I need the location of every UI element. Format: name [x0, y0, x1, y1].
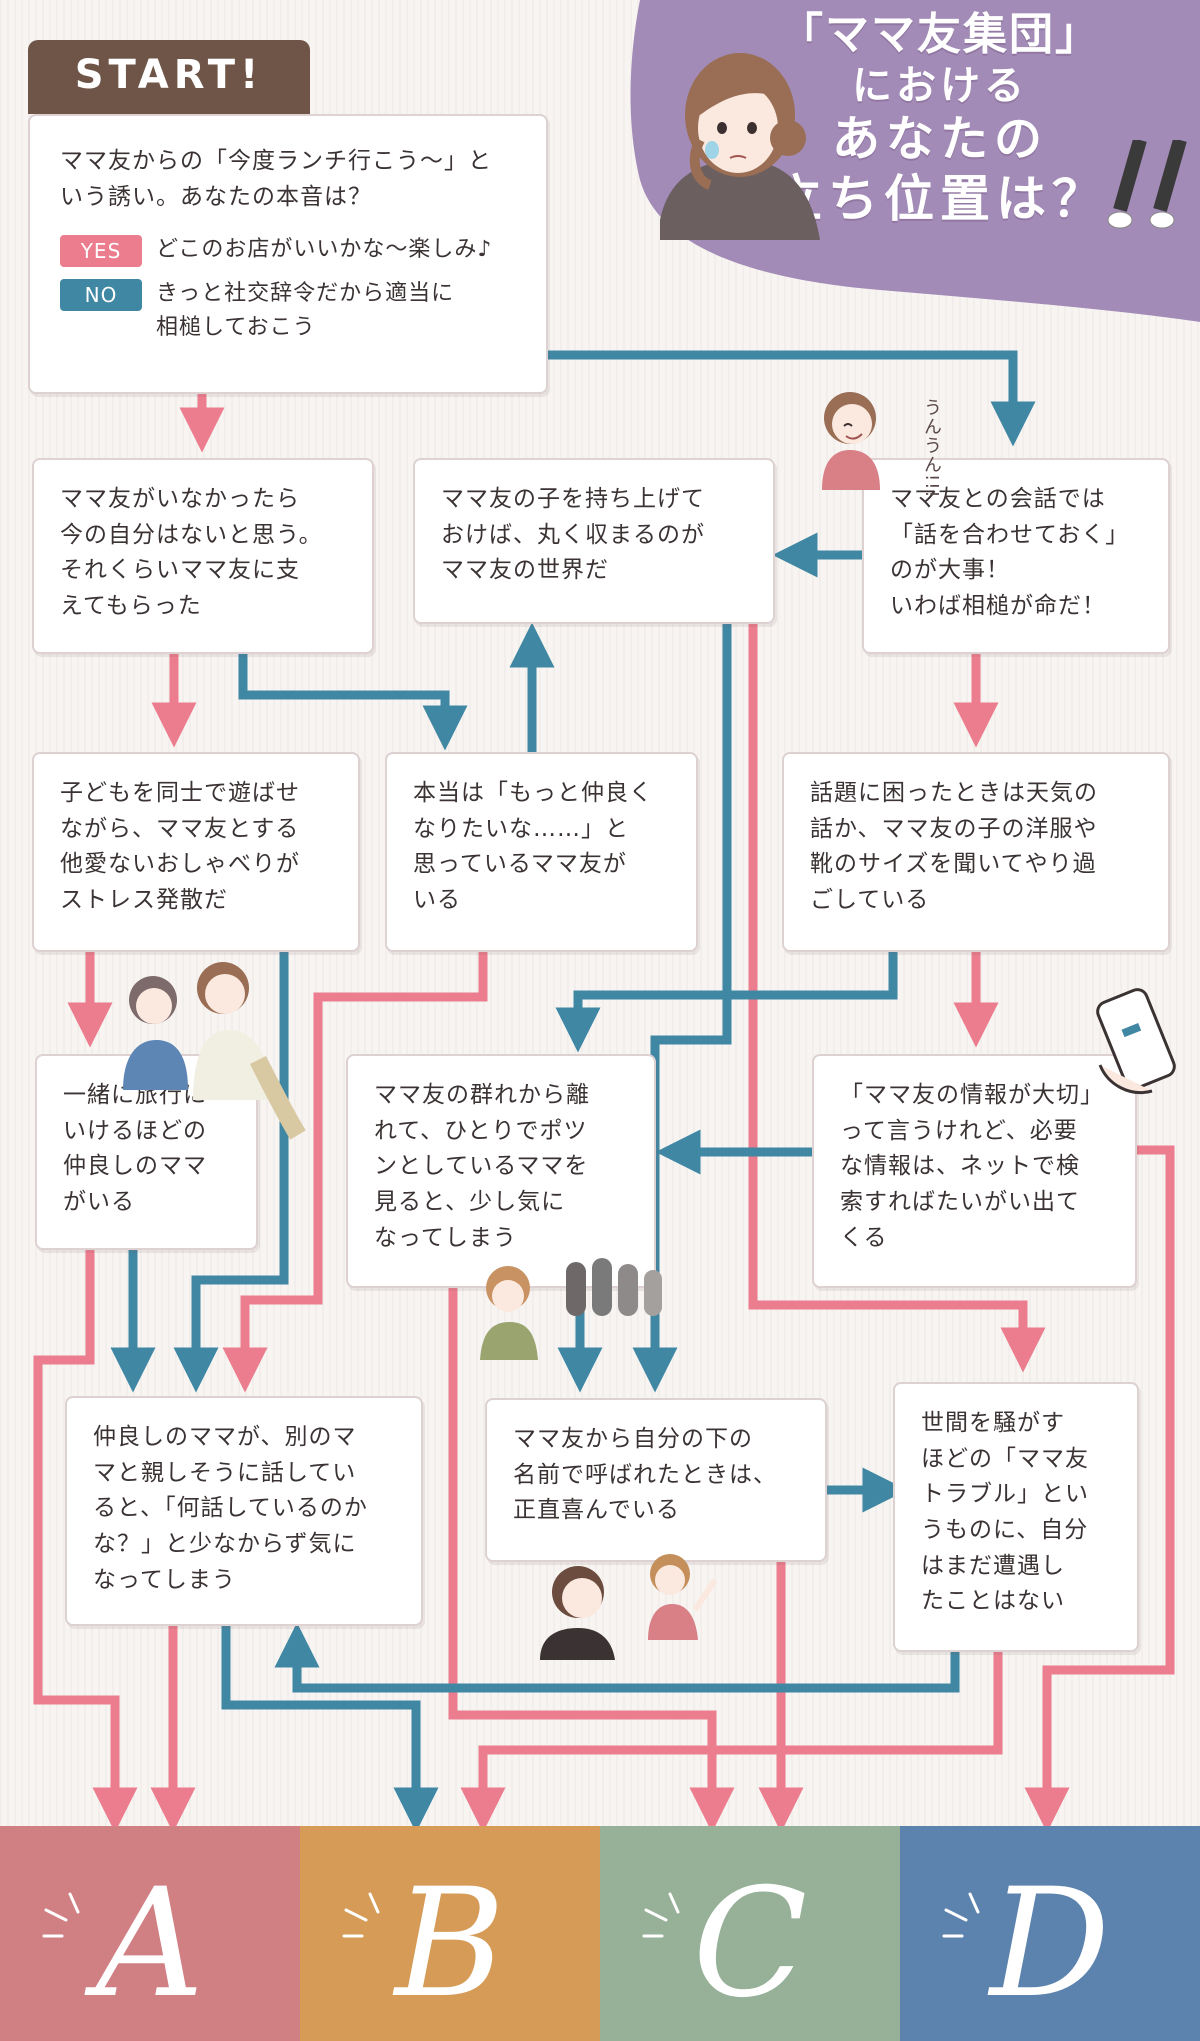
- result-c: C: [600, 1826, 900, 2041]
- yes-option: YES どこのお店がいいかな〜楽しみ♪: [60, 233, 516, 268]
- question-node-5: 本当は「もっと仲良く なりたいな……」と 思っているママ友が いる: [385, 752, 698, 952]
- page-title: 「ママ友集団」 における あなたの 立ち位置は？: [730, 8, 1150, 230]
- question-node-2: ママ友の子を持ち上げて おけば、丸く収まるのが ママ友の世界だ: [413, 458, 775, 624]
- title-line-3: あなたの: [831, 111, 1048, 168]
- result-d: D: [900, 1826, 1200, 2041]
- result-d-letter: D: [989, 1856, 1111, 2031]
- title-line-1: 「ママ友集団」: [779, 9, 1101, 60]
- result-a: A: [0, 1826, 300, 2041]
- result-b-letter: B: [394, 1856, 506, 2031]
- sparkle-icon: [642, 1892, 680, 1938]
- no-option: NO きっと社交辞令だから適当に 相槌しておこう: [60, 277, 516, 345]
- title-line-2: における: [852, 62, 1028, 109]
- phone-in-hand-illustration: [1096, 988, 1176, 1094]
- question-node-1: ママ友がいなかったら 今の自分はないと思う。 それくらいママ友に支 えてもらった: [32, 458, 374, 654]
- no-badge: NO: [60, 279, 142, 312]
- worried-mom-illustration: [660, 53, 820, 240]
- no-option-text: きっと社交辞令だから適当に 相槌しておこう: [156, 281, 455, 341]
- result-a-letter: A: [95, 1856, 205, 2031]
- start-label: START!: [28, 40, 310, 114]
- nodding-sound-effect: うんうん!!!: [921, 398, 942, 499]
- question-node-10: 仲良しのママが、別のマ マと親しそうに話してい ると、「何話しているのか な？」…: [65, 1396, 423, 1626]
- question-node-3: ママ友との会話では 「話を合わせておく」 のが大事！ いわば相槌が命だ！: [862, 458, 1170, 654]
- nodding-mom-illustration: [822, 392, 880, 490]
- sparkle-icon: [42, 1892, 80, 1938]
- start-question-card: ママ友からの「今度ランチ行こう〜」と いう誘い。あなたの本音は？ YES どこの…: [28, 114, 548, 394]
- sparkle-icon: [342, 1892, 380, 1938]
- question-node-11: ママ友から自分の下の 名前で呼ばれたときは、 正直喜んでいる: [485, 1398, 827, 1562]
- start-question: ママ友からの「今度ランチ行こう〜」と いう誘い。あなたの本音は？: [60, 148, 492, 210]
- result-c-letter: C: [692, 1856, 808, 2031]
- question-node-4: 子どもを同士で遊ばせ ながら、ママ友とする 他愛ないおしゃべりが ストレス発散だ: [32, 752, 360, 952]
- title-line-4: 立ち位置は？: [772, 170, 1108, 229]
- question-node-12: 世間を騒がす ほどの「ママ友 トラブル」とい うものに、自分 はまだ遭遇し たこ…: [893, 1382, 1139, 1652]
- yes-badge: YES: [60, 235, 142, 268]
- question-node-6: 話題に困ったときは天気の 話か、ママ友の子の洋服や 靴のサイズを聞いてやり過 ご…: [782, 752, 1170, 952]
- yes-option-text: どこのお店がいいかな〜楽しみ♪: [156, 237, 493, 263]
- question-node-9: 「ママ友の情報が大切」 って言うけれど、必要 な情報は、ネットで検 索すればたい…: [812, 1054, 1137, 1288]
- happy-moms-waving-illustration: [540, 1554, 718, 1660]
- result-b: B: [300, 1826, 600, 2041]
- sparkle-icon: [942, 1892, 980, 1938]
- group-of-moms-illustration: [480, 1258, 662, 1360]
- moms-chatting-illustration: [123, 962, 306, 1140]
- legs-illustration: [1107, 140, 1187, 229]
